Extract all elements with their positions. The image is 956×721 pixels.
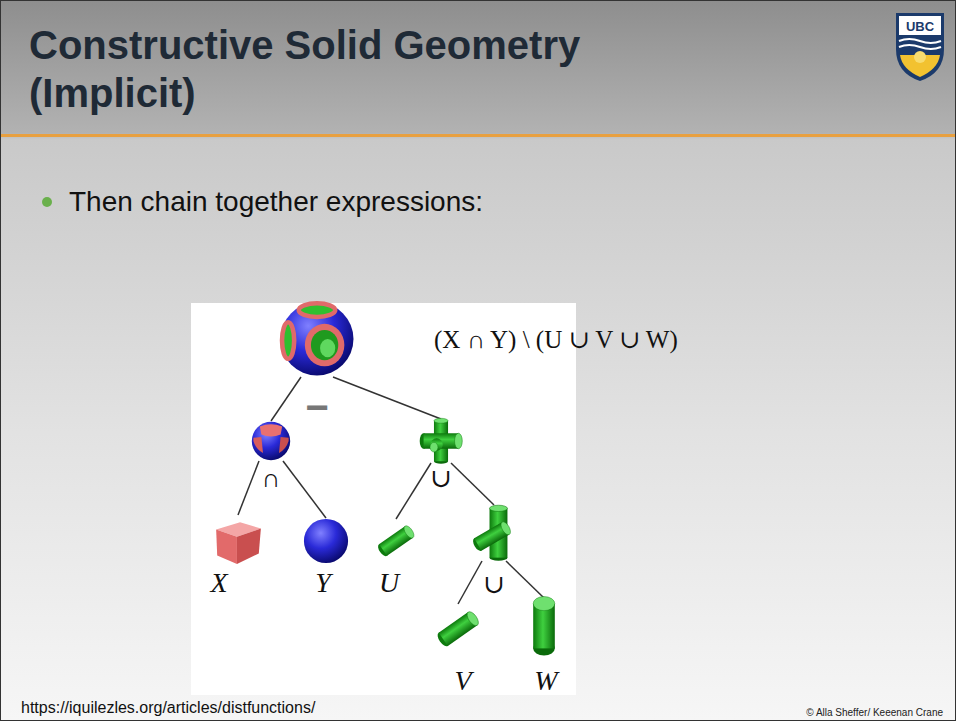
- tree-branch: [458, 561, 482, 604]
- tree-branch: [506, 561, 544, 598]
- tree-branch: [238, 461, 259, 515]
- intersection-solid: ∩: [251, 421, 291, 461]
- intersection-operator: ∩: [262, 466, 281, 492]
- cylinder-solid: V: [433, 604, 483, 654]
- sphere-solid-picture: [303, 518, 349, 564]
- union-solid: ∪: [419, 419, 463, 463]
- tree-branch: [283, 461, 326, 518]
- cylinder-solid-picture: [433, 604, 483, 654]
- illustration-ground: [191, 303, 576, 695]
- bullet-dot: [42, 197, 52, 207]
- union-operator: ∪: [430, 466, 452, 492]
- result-solid: (X ∩ Y) \ (U ∪ V ∪ W)−: [279, 301, 355, 377]
- cube-solid-picture: [212, 515, 264, 567]
- cube-solid: X: [212, 515, 264, 567]
- tree-branch: [333, 377, 441, 419]
- result-solid-picture: [279, 301, 355, 377]
- union-solid-picture: [419, 419, 463, 463]
- tree-branch: [451, 463, 494, 505]
- cylinder-solid: U: [374, 519, 418, 563]
- union-solid-picture: [466, 505, 522, 561]
- union-solid: ∪: [466, 505, 522, 561]
- tree-branch: [271, 377, 301, 421]
- solid-name: Y: [315, 569, 331, 597]
- solid-name: X: [210, 569, 227, 597]
- slide-title: Constructive Solid Geometry (Implicit): [29, 21, 749, 117]
- csg-expression: (X ∩ Y) \ (U ∪ V ∪ W): [434, 327, 678, 352]
- cylinder-solid-picture: [529, 598, 559, 654]
- cylinder-solid: W: [529, 598, 559, 654]
- solid-name: W: [534, 667, 557, 695]
- union-operator: ∪: [483, 572, 505, 598]
- title-rule: [1, 134, 956, 137]
- solid-name: V: [454, 667, 471, 695]
- tree-branch: [396, 463, 431, 519]
- cylinder-solid-picture: [374, 519, 418, 563]
- ubc-logo: [896, 13, 944, 81]
- difference-operator: −: [305, 387, 328, 427]
- logo-text: UBC: [906, 19, 934, 34]
- intersection-solid-picture: [251, 421, 291, 461]
- solid-name: U: [379, 569, 399, 597]
- source-url: https://iquilezles.org/articles/distfunc…: [21, 699, 315, 717]
- bullet-text: Then chain together expressions:: [69, 186, 483, 218]
- copyright-note: © Alla Sheffer/ Keeenan Crane: [806, 707, 943, 718]
- sphere-solid: Y: [303, 518, 349, 564]
